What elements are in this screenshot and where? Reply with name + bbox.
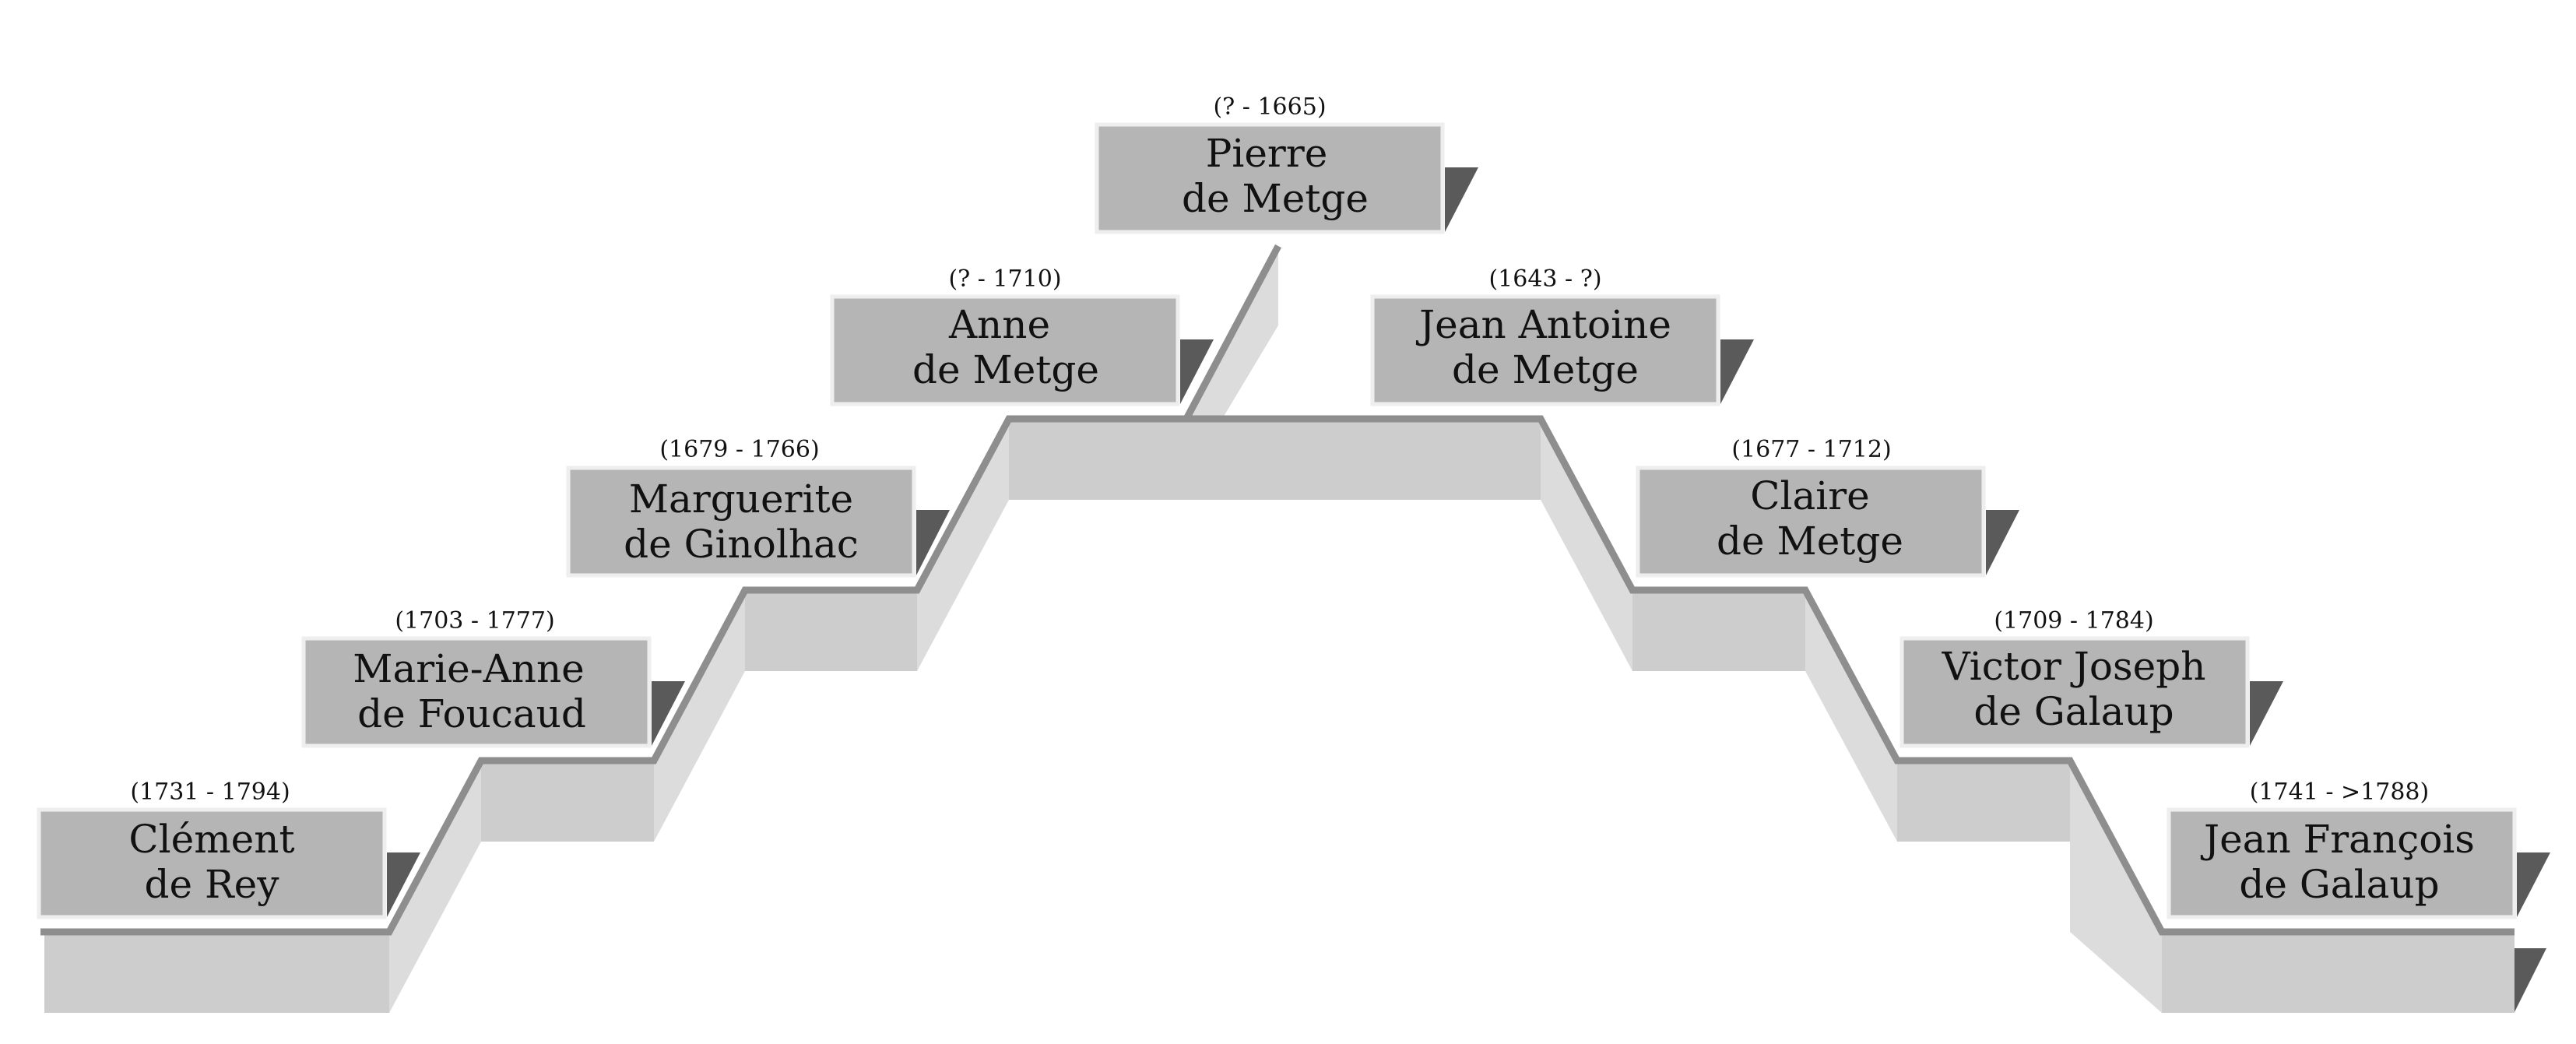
person-box xyxy=(301,636,652,748)
person-box xyxy=(830,294,1180,406)
person-first-name: Claire xyxy=(1750,473,1870,518)
person-dates: (1741 - >1788) xyxy=(2250,779,2429,806)
stair-face xyxy=(2162,932,2514,1013)
stair-face xyxy=(1009,419,1541,500)
person-tab xyxy=(387,852,420,917)
person-pierre: (? - 1665) Pierre de Metge xyxy=(1095,93,1478,234)
person-last-name: de Rey xyxy=(145,862,280,907)
person-last-name: de Foucaud xyxy=(357,691,586,736)
person-last-name: de Galaup xyxy=(1973,689,2174,734)
stair-slope xyxy=(654,590,745,842)
person-dates: (1679 - 1766) xyxy=(659,436,819,463)
person-first-name: Marie-Anne xyxy=(353,646,585,691)
person-tab xyxy=(916,510,950,575)
person-tab xyxy=(1986,510,2019,575)
person-last-name: de Metge xyxy=(1452,347,1639,392)
person-tab xyxy=(2250,681,2283,746)
person-first-name: Pierre xyxy=(1206,131,1328,176)
person-last-name: de Metge xyxy=(912,347,1099,392)
stair-slope xyxy=(389,761,481,1013)
person-tab xyxy=(2517,852,2550,917)
staircase xyxy=(40,244,2546,1013)
person-last-name: de Galaup xyxy=(2239,862,2439,907)
person-box xyxy=(1636,466,1986,578)
person-dates: (1643 - ?) xyxy=(1488,265,1601,293)
person-first-name: Victor Joseph xyxy=(1942,644,2206,689)
person-claire: (1677 - 1712) Claire de Metge xyxy=(1636,436,2019,578)
person-box xyxy=(1899,636,2250,748)
person-clement: (1731 - 1794) Clément de Rey xyxy=(37,779,420,919)
person-dates: (? - 1710) xyxy=(948,265,1061,293)
person-box xyxy=(2167,807,2517,919)
stair-face xyxy=(1632,590,1805,671)
person-dates: (1677 - 1712) xyxy=(1731,436,1891,463)
person-first-name: Clément xyxy=(128,817,294,862)
stair-face xyxy=(1897,761,2070,842)
person-box xyxy=(1095,122,1445,234)
stair-slope xyxy=(1805,590,1897,842)
stair-line xyxy=(40,415,2514,936)
person-jean-antoine: (1643 - ?) Jean Antoine de Metge xyxy=(1370,265,1754,406)
person-tab xyxy=(652,681,685,746)
person-jean-francois: (1741 - >1788) Jean François de Galaup xyxy=(2167,779,2550,919)
person-last-name: de Metge xyxy=(1182,176,1369,221)
stair-slope xyxy=(917,419,1009,671)
person-last-name: de Ginolhac xyxy=(624,522,859,567)
stair-face xyxy=(481,761,654,842)
person-dates: (? - 1665) xyxy=(1213,93,1326,121)
person-box xyxy=(37,807,387,919)
person-victor-joseph: (1709 - 1784) Victor Joseph de Galaup xyxy=(1899,607,2283,748)
stair-face xyxy=(44,932,389,1013)
person-anne: (? - 1710) Anne de Metge xyxy=(830,265,1214,406)
person-first-name: Jean Antoine xyxy=(1415,302,1671,347)
person-marguerite: (1679 - 1766) Marguerite de Ginolhac xyxy=(566,436,950,578)
stair-end-tab xyxy=(2514,948,2546,1012)
person-box xyxy=(1370,294,1720,406)
person-first-name: Marguerite xyxy=(629,476,853,522)
person-first-name: Anne xyxy=(948,302,1050,347)
stair-slope xyxy=(2070,761,2162,1013)
person-last-name: de Metge xyxy=(1717,518,1903,564)
person-dates: (1703 - 1777) xyxy=(395,607,554,634)
stair-slope xyxy=(1541,419,1632,671)
person-first-name: Jean François xyxy=(2200,817,2475,862)
person-box xyxy=(566,466,916,578)
stair-face xyxy=(745,590,917,671)
person-tab xyxy=(1180,339,1214,404)
person-tab xyxy=(1720,339,1754,404)
person-tab xyxy=(1445,167,1478,232)
top-connector-line xyxy=(1183,244,1281,421)
person-dates: (1709 - 1784) xyxy=(1994,607,2153,634)
person-marie-anne: (1703 - 1777) Marie-Anne de Foucaud xyxy=(301,607,685,748)
person-dates: (1731 - 1794) xyxy=(130,779,290,806)
